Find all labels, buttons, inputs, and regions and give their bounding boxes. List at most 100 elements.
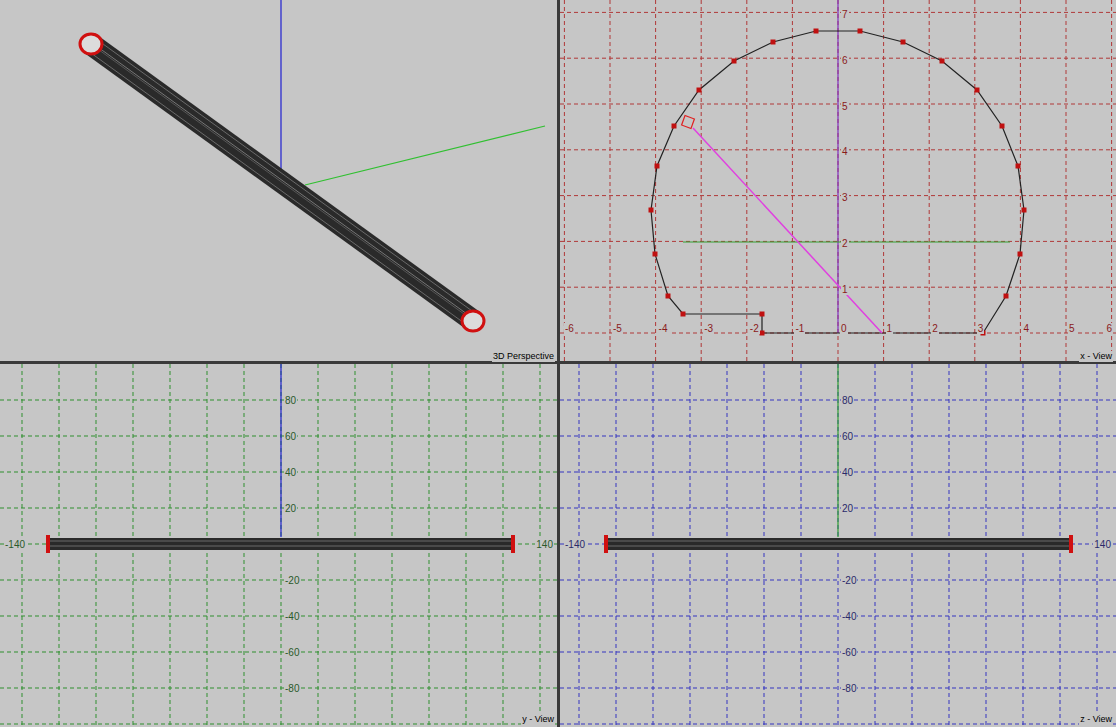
axis-tick-label: 20 — [284, 503, 297, 514]
axis-tick-label: 40 — [841, 467, 854, 478]
vertex-dot — [1022, 208, 1027, 213]
axis-tick-label: -140 — [4, 539, 26, 550]
axis-tick-label: -60 — [284, 647, 300, 658]
axis-tick-label: 20 — [841, 503, 854, 514]
grid-line — [560, 580, 1116, 581]
axis-tick-label: 5 — [841, 101, 849, 112]
vertex-dot — [681, 312, 686, 317]
grid-line — [0, 472, 557, 473]
tube-mesh — [48, 546, 513, 547]
vertex-dot — [697, 88, 702, 93]
profile-vertices — [649, 29, 1027, 336]
tube-body — [606, 538, 1071, 550]
axis-tick-label: -20 — [284, 575, 300, 586]
grid-line — [560, 616, 1116, 617]
tube-end-cap — [462, 311, 484, 331]
axis-tick-label: 140 — [1093, 539, 1112, 550]
grid-line — [1066, 0, 1067, 361]
axis-tick-label: 4 — [841, 146, 849, 157]
axis-tick-label: -40 — [284, 611, 300, 622]
axis-tick-label: 1 — [841, 284, 849, 295]
axis-tick-label: 4 — [1022, 323, 1030, 334]
axis-tick-label: 80 — [284, 395, 297, 406]
vertex-dot — [1004, 294, 1009, 299]
vertex-dot — [940, 59, 945, 64]
axis-tick-label: 7 — [841, 9, 849, 20]
axis-tick-label: -3 — [703, 323, 714, 334]
grid-line — [792, 0, 793, 361]
tube-mesh — [84, 48, 471, 328]
tube-mesh — [92, 36, 479, 316]
vertex-dot — [1018, 252, 1023, 257]
vertical-axis-line — [837, 364, 838, 537]
axis-tick-label: 6 — [1105, 323, 1113, 334]
viewport-title: y - View — [521, 714, 555, 725]
tube-end-cap — [511, 535, 515, 553]
vertex-dot — [814, 29, 819, 34]
path-handle — [682, 116, 695, 129]
tube-end-cap — [1069, 535, 1073, 553]
vertex-dot — [901, 40, 906, 45]
grid-line — [560, 724, 1116, 725]
tube-side — [604, 535, 1073, 553]
axis-tick-label: -20 — [841, 575, 857, 586]
axis-tick-label: 3 — [977, 323, 985, 334]
axis-tick-label: -140 — [564, 539, 586, 550]
grid-line — [560, 688, 1116, 689]
x-view-grid — [560, 0, 1116, 361]
grid-line — [0, 580, 557, 581]
grid-line — [0, 616, 557, 617]
axis-tick-label: 60 — [841, 431, 854, 442]
grid-line — [564, 0, 565, 361]
vertex-dot — [732, 59, 737, 64]
grid-line — [560, 652, 1116, 653]
tube-body — [48, 538, 513, 550]
grid-line — [701, 0, 702, 361]
vertex-dot — [760, 331, 765, 336]
axis-tick-label: -60 — [841, 647, 857, 658]
axis-tick-label: 6 — [841, 55, 849, 66]
axis-tick-label: 1 — [886, 323, 894, 334]
axis-tick-label: -1 — [794, 323, 805, 334]
axis-tick-label: -80 — [284, 683, 300, 694]
grid-line — [0, 688, 557, 689]
vertex-dot — [653, 252, 658, 257]
vertex-dot — [672, 124, 677, 129]
grid-line — [0, 652, 557, 653]
vertical-axis-line — [280, 364, 281, 537]
grid-line — [610, 0, 611, 361]
tube-end-cap — [604, 535, 608, 553]
viewport-title: 3D Perspective — [492, 351, 555, 362]
axis-tick-label: 60 — [284, 431, 297, 442]
grid-line — [1111, 0, 1112, 361]
tube-end-cap — [80, 34, 102, 54]
y-axis-line — [305, 126, 545, 185]
grid-line — [883, 0, 884, 361]
tube-mesh — [606, 541, 1071, 542]
grid-line — [838, 0, 839, 361]
viewport-title: x - View — [1079, 351, 1113, 362]
grid-line — [0, 724, 557, 725]
tube-mesh — [606, 546, 1071, 547]
axis-tick-label: 0 — [840, 323, 848, 334]
vertex-dot — [1000, 124, 1005, 129]
vertical-axis-line — [837, 0, 838, 333]
vertex-dot — [655, 164, 660, 169]
axis-tick-label: 2 — [841, 238, 849, 249]
z-view-grid — [560, 364, 1116, 727]
vertex-dot — [666, 294, 671, 299]
vertex-dot — [1016, 164, 1021, 169]
tube-model — [80, 34, 484, 331]
axis-tick-label: 2 — [931, 323, 939, 334]
z-axis-line — [280, 0, 281, 186]
axis-tick-label: 3 — [841, 192, 849, 203]
axis-tick-label: -2 — [749, 323, 760, 334]
tube-mesh — [95, 45, 478, 322]
axis-tick-label: -6 — [564, 323, 575, 334]
vertex-dot — [975, 88, 980, 93]
axis-tick-label: 5 — [1068, 323, 1076, 334]
viewport-title: z - View — [1079, 714, 1113, 725]
vertex-dot — [760, 312, 765, 317]
